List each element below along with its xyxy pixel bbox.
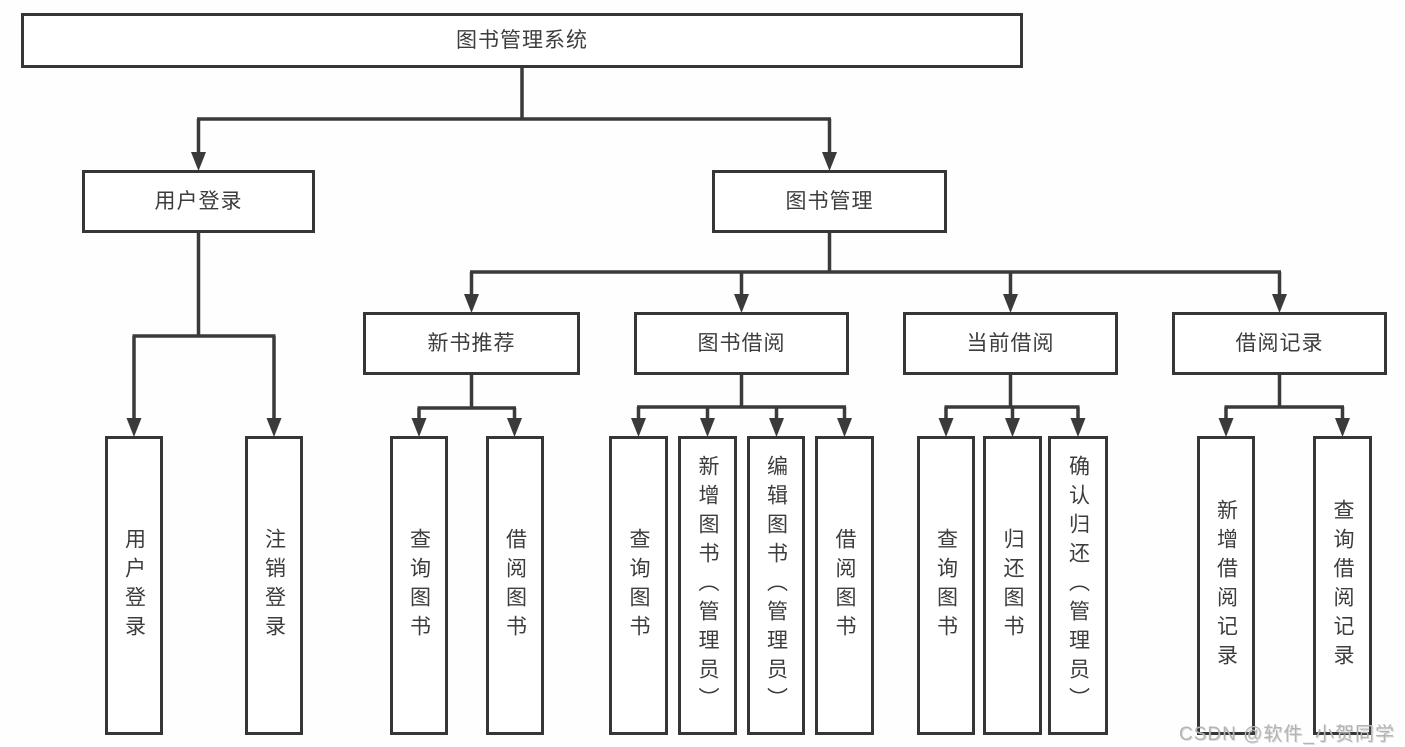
node-book-management: 图书管理 (712, 170, 947, 233)
leaf-borrowing-add-books-admin: 新增图书（管理员） (678, 436, 737, 735)
leaf-current-confirm-return-admin: 确认归还（管理员） (1048, 436, 1108, 735)
leaf-user-login: 用户登录 (105, 436, 163, 735)
leaf-borrowing-query-books: 查询图书 (609, 436, 668, 735)
node-book-borrowing: 图书借阅 (634, 312, 849, 375)
leaf-logout: 注销登录 (245, 436, 303, 735)
leaf-borrowing-edit-books-admin: 编辑图书（管理员） (747, 436, 805, 735)
node-root-system: 图书管理系统 (21, 13, 1023, 68)
node-user-login: 用户登录 (82, 170, 315, 233)
node-current-borrowing: 当前借阅 (903, 312, 1118, 375)
leaf-newbook-borrow-books: 借阅图书 (486, 436, 544, 735)
leaf-newbook-query-books: 查询图书 (390, 436, 448, 735)
node-new-book-recommend: 新书推荐 (363, 312, 580, 375)
csdn-watermark: CSDN @软件_小贺同学 (1179, 724, 1395, 745)
leaf-current-query-books: 查询图书 (917, 436, 975, 735)
leaf-current-return-books: 归还图书 (983, 436, 1042, 735)
node-borrowing-records: 借阅记录 (1172, 312, 1387, 375)
leaf-records-add-record: 新增借阅记录 (1197, 436, 1255, 735)
leaf-borrowing-borrow-books: 借阅图书 (815, 436, 874, 735)
leaf-records-query-record: 查询借阅记录 (1313, 436, 1372, 735)
